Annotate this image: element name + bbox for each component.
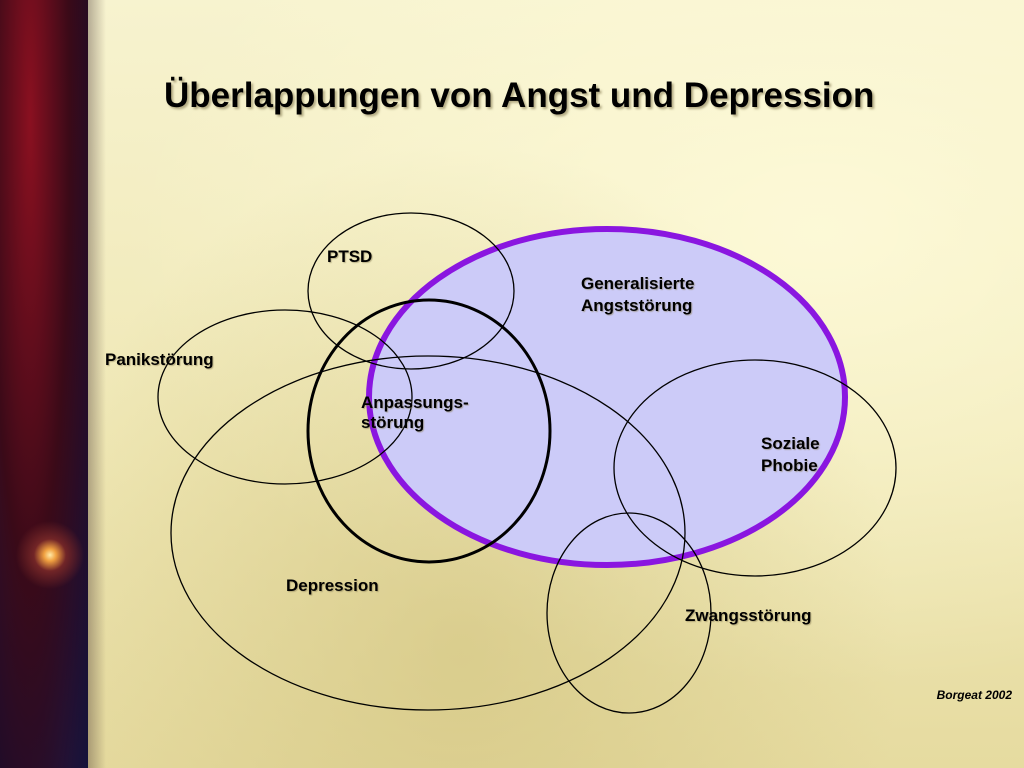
label-gad-line1: Generalisierte xyxy=(581,274,695,293)
label-gad-line2: Angststörung xyxy=(581,296,693,315)
label-social-line2: Phobie xyxy=(761,456,818,475)
depression-ellipse xyxy=(170,355,686,711)
label-ocd: Zwangsstörung xyxy=(685,606,812,625)
ptsd-ellipse xyxy=(307,212,515,370)
ocd-ellipse xyxy=(546,512,712,714)
label-social-line1: Soziale xyxy=(761,434,820,453)
label-adjustment-line1: Anpassungs- xyxy=(361,393,469,412)
label-social-phobia: Soziale Phobie xyxy=(761,433,820,477)
decorative-side-strip xyxy=(0,0,106,768)
label-gad: Generalisierte Angststörung xyxy=(581,273,694,317)
gad-ellipse xyxy=(366,226,848,568)
citation: Borgeat 2002 xyxy=(936,688,1012,702)
adjustment-ellipse xyxy=(306,298,552,564)
page-title: Überlappungen von Angst und Depression xyxy=(164,76,875,115)
label-adjustment: Anpassungs- störung xyxy=(361,393,469,433)
label-ptsd: PTSD xyxy=(327,247,373,266)
panic-ellipse xyxy=(157,309,413,485)
label-depression: Depression xyxy=(286,576,379,595)
label-adjustment-line2: störung xyxy=(361,413,425,432)
label-panic: Panikstörung xyxy=(105,350,214,369)
social-phobia-ellipse xyxy=(613,359,897,577)
